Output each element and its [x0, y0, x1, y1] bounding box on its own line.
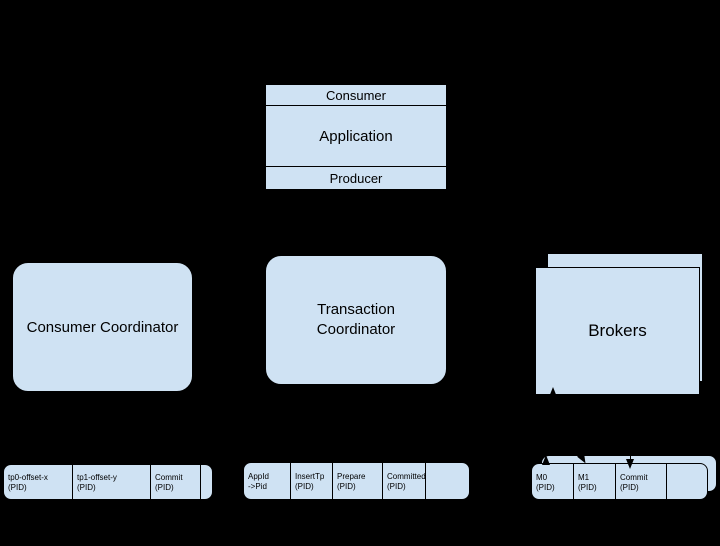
arrowhead-icon [84, 256, 90, 263]
log-cell-line2: (PID) [387, 482, 406, 491]
broker-log: M0 (PID) M1 (PID) Commit (PID) [531, 463, 708, 500]
log-cell-line2: (PID) [620, 482, 639, 492]
log-cell-line1: Commit [155, 473, 183, 482]
log-cell-line2: (PID) [77, 483, 96, 492]
log-cell-line2: ->Pid [248, 482, 267, 491]
log-cell: Commit (PID) [616, 464, 667, 499]
arrowhead-icon [398, 249, 404, 256]
application-row: Application [266, 106, 446, 166]
consumer-label: Consumer [326, 87, 386, 103]
producer-label: Producer [329, 170, 383, 186]
arrowhead-icon [295, 249, 301, 256]
transaction-log: AppId ->Pid InsertTp (PID) Prepare (PID)… [243, 462, 470, 500]
log-cell-line1: AppId [248, 472, 269, 481]
consumer-coordinator-label: Consumer Coordinator [26, 318, 179, 336]
arrowhead-icon [428, 249, 434, 256]
arrowhead-icon [549, 387, 557, 397]
transaction-coordinator-box: Transaction Coordinator [265, 255, 447, 385]
log-cell-line1: tp1-offset-y [77, 473, 117, 482]
consumer-row: Consumer [266, 85, 446, 106]
arrowhead-icon [330, 249, 336, 256]
arrowhead-icon [365, 249, 371, 256]
log-cell: Prepare (PID) [333, 463, 383, 499]
log-cell-line2: (PID) [295, 482, 314, 491]
log-cell-line1: Commit [620, 472, 648, 482]
log-cell-empty [426, 463, 469, 499]
log-cell-line1: tp0-offset-x [8, 473, 48, 482]
arrowhead-icon [111, 256, 117, 263]
log-cell: InsertTp (PID) [291, 463, 333, 499]
brokers-label: Brokers [588, 321, 647, 340]
log-cell-empty [201, 465, 212, 499]
log-cell: Commit (PID) [151, 465, 201, 499]
consumer-coordinator-box: Consumer Coordinator [12, 262, 193, 392]
log-cell-line2: (PID) [578, 482, 597, 492]
log-cell-line1: Prepare [337, 472, 366, 481]
application-label: Application [319, 127, 393, 145]
log-cell-line1: M1 [578, 472, 590, 482]
log-cell-line2: (PID) [337, 482, 356, 491]
log-cell-line2: (PID) [155, 483, 174, 492]
brokers-box: Brokers [535, 267, 700, 395]
log-cell-line2: (PID) [536, 482, 555, 492]
arrowhead-icon [626, 459, 634, 469]
log-cell: M1 (PID) [574, 464, 616, 499]
application-stack-box: Consumer Application Producer [265, 84, 447, 190]
log-cell-line2: (PID) [8, 483, 27, 492]
consumer-offsets-log: tp0-offset-x (PID) tp1-offset-y (PID) Co… [3, 464, 213, 500]
arrow-stem [630, 452, 631, 461]
log-cell: AppId ->Pid [244, 463, 291, 499]
log-cell-line1: M0 [536, 472, 548, 482]
arrowhead-icon [350, 455, 356, 462]
log-cell-line1: InsertTp [295, 472, 325, 481]
log-cell-line1: Committed [387, 472, 426, 481]
log-cell: tp1-offset-y (PID) [73, 465, 151, 499]
log-cell: tp0-offset-x (PID) [4, 465, 73, 499]
log-cell: M0 (PID) [532, 464, 574, 499]
arrowhead-icon [542, 455, 550, 465]
producer-row: Producer [266, 166, 446, 189]
log-cell-empty [667, 464, 707, 499]
log-cell: Committed (PID) [383, 463, 426, 499]
transaction-coordinator-label: Transaction Coordinator [316, 300, 396, 338]
